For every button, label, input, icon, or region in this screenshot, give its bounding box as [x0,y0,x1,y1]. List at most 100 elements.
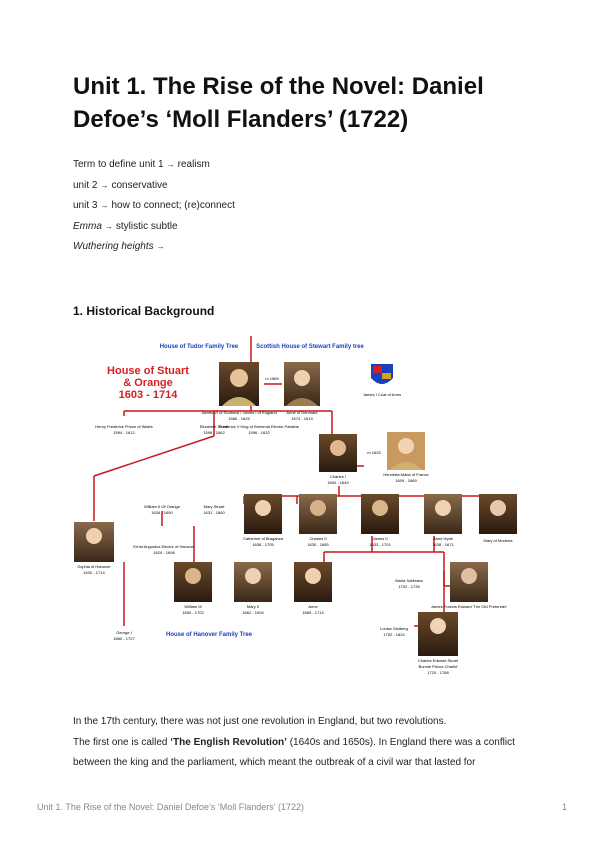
elizabeth-dates: 1596 - 1662 [203,430,225,435]
portrait-mary-modena [479,494,517,534]
henry-dates: 1594 - 1612 [113,430,135,435]
term-value: stylistic subtle [115,220,178,232]
charles-edward-name: Charles Edward Stuart [418,658,459,663]
paragraph-2: The first one is called ‘The English Rev… [73,733,528,774]
sophia-dates: 1630 - 1714 [83,570,105,575]
portrait-anne-hyde [424,494,462,534]
maria-sobieski-name: Maria Sobieska [395,578,423,583]
anne-denmark-name: Anne of Denmark [286,410,317,415]
portrait-charles1 [319,434,357,472]
portrait-james2 [361,494,399,534]
charles1-dates: 1600 - 1649 [327,480,349,485]
term-row-5: Wuthering heights→ [73,237,235,258]
george1-name: George I [116,630,132,635]
catherine-name: Catherine of Braganza [243,536,284,541]
anne-dates: 1665 - 1714 [302,610,324,615]
portrait-anne [294,562,332,602]
footer-title: Unit 1. The Rise of the Novel: Daniel De… [37,802,304,812]
louise-name: Louise Stolberg [380,626,408,631]
house-title-line1: House of Stuart [107,365,189,377]
paragraph-1: In the 17th century, there was not just … [73,716,447,727]
house-dates: 1603 - 1714 [119,389,179,401]
term-row-3: unit 3→how to connect; (re)connect [73,196,235,217]
james1-dates: 1566 - 1625 [228,416,250,421]
term-label: Emma [73,220,102,232]
hanover-tree-label: House of Hanover Family Tree [166,632,253,638]
mary-stuart-dates: 1631 - 1660 [203,510,225,515]
james2-dates: 1633 - 1701 [369,542,391,547]
anne-name: Anne [308,604,318,609]
anne-hyde-dates: 1638 - 1671 [432,542,454,547]
body-text: In the 17th century, there was not just … [73,712,528,774]
frederick-name: Frederick V King of Bohemia Elector Pala… [219,424,300,429]
sophia-name: Sophia of Hanover [77,564,111,569]
term-row-4: Emma→stylistic subtle [73,217,235,238]
coat-label: James I Coat of Arms [363,392,401,397]
william3-dates: 1650 - 1702 [182,610,204,615]
mary2-name: Mary II [247,604,259,609]
william2-dates: 1626 - 1650 [151,510,173,515]
marriage-1625: m 1625 [367,450,381,455]
william3-name: William III [184,604,201,609]
page-title: Unit 1. The Rise of the Novel: Daniel De… [73,73,484,133]
maria-sobieski-dates: 1702 - 1735 [398,584,420,589]
marriage-1589: m 1589 [265,376,279,381]
frederick-dates: 1596 - 1632 [248,430,270,435]
james1-name: James VI of Scotland / James I of Englan… [201,410,276,415]
ernst-name: Ernst Augustus Elector of Hanover [133,544,195,549]
mary-stuart-name: Mary Stuart [204,504,226,509]
term-row-2: unit 2→conservative [73,176,235,197]
paragraph-2-bold: ‘The English Revolution’ [170,736,287,748]
term-label: unit 2 [73,179,98,191]
elizabeth-name: Elizabeth Stuart [200,424,229,429]
charles2-dates: 1630 - 1685 [307,542,329,547]
henrietta-name: Henrietta Maria of France [383,472,429,477]
portrait-charles-edward [418,612,458,656]
arrow-icon: → [100,180,109,190]
charles1-name: Charles I [330,474,346,479]
henrietta-dates: 1609 - 1669 [395,478,417,483]
james2-name: James II [372,536,387,541]
portrait-james1 [219,362,259,406]
portrait-mary2 [234,562,272,602]
paragraph-2-post: (1640s and 1650s). In England there was … [73,736,515,769]
henry-name: Henry Frederick Prince of Wales [95,424,152,429]
header-tudor: House of Tudor Family Tree [160,344,239,350]
term-label: Wuthering heights [73,241,154,252]
portrait-anne-denmark [284,362,320,406]
term-value: conservative [111,179,168,191]
term-label: Term to define unit 1 [73,159,164,170]
portrait-sophia [74,522,114,562]
william2-name: William II Of Orange [144,504,181,509]
section-heading: 1. Historical Background [73,304,215,318]
portrait-charles2 [299,494,337,534]
paragraph-2-pre: The first one is called [73,736,171,748]
mary-modena-name: Mary of Modena [484,538,514,543]
portrait-william3 [174,562,212,602]
catherine-dates: 1638 - 1705 [252,542,274,547]
arrow-icon: → [156,242,165,251]
arrow-icon: → [100,201,109,210]
house-title-line2: & Orange [123,377,173,389]
arrow-icon: → [166,160,175,169]
charles2-name: Charles II [309,536,326,541]
james-old-name: James Francis Edward 'The Old Pretender' [431,604,507,609]
portrait-henrietta [387,432,425,470]
coat-of-arms-icon [371,364,393,384]
charles-edward-sub: 'Bonnie Prince Charlie' [418,664,458,669]
page-number: 1 [561,802,567,812]
anne-denmark-dates: 1574 - 1619 [291,416,313,421]
anne-hyde-name: Anne Hyde [433,536,454,541]
arrow-icon: → [104,221,113,231]
family-tree-diagram: House of Tudor Family Tree Scottish Hous… [74,336,517,675]
george1-dates: 1660 - 1727 [113,636,135,641]
term-label: unit 3 [73,200,98,211]
louise-dates: 1752 - 1824 [383,632,405,637]
term-row-1: Term to define unit 1→realism [73,155,235,176]
term-value: how to connect; (re)connect [111,200,235,211]
mary2-dates: 1662 - 1694 [242,610,264,615]
charles-edward-dates: 1720 - 1788 [427,670,449,675]
ernst-dates: 1629 - 1698 [153,550,175,555]
terms-list: Term to define unit 1→realism unit 2→con… [73,155,235,258]
page-footer: Unit 1. The Rise of the Novel: Daniel De… [37,802,567,812]
